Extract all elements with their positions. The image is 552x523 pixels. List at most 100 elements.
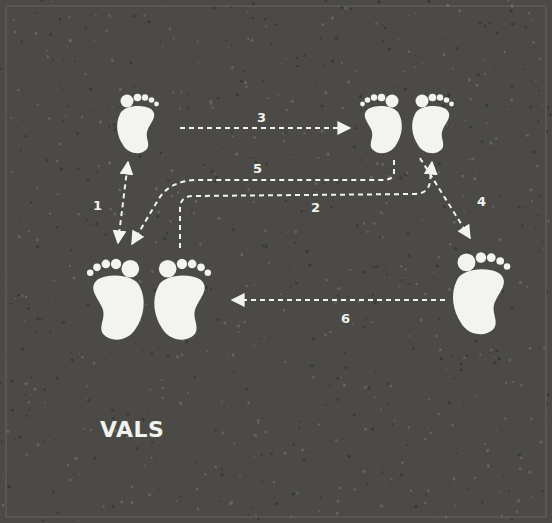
- speckle: [99, 120, 102, 123]
- speckle: [69, 265, 71, 267]
- speckle: [56, 194, 58, 196]
- speckle: [243, 321, 246, 324]
- speckle: [280, 231, 282, 233]
- speckle: [473, 177, 476, 180]
- speckle: [530, 418, 533, 421]
- speckle: [62, 89, 64, 91]
- speckle: [232, 353, 235, 356]
- speckle: [114, 195, 115, 196]
- speckle: [41, 0, 43, 2]
- speckle: [81, 116, 84, 119]
- speckle: [399, 285, 401, 287]
- speckle: [261, 454, 263, 456]
- speckle: [336, 500, 339, 503]
- speckle: [512, 23, 515, 26]
- speckle: [359, 95, 362, 98]
- speckle: [378, 1, 381, 4]
- speckle: [282, 133, 284, 135]
- speckle: [381, 163, 384, 166]
- speckle: [86, 386, 88, 388]
- speckle: [519, 467, 522, 470]
- speckle: [469, 159, 471, 161]
- speckle: [130, 501, 133, 504]
- speckle: [245, 86, 248, 89]
- speckle: [406, 172, 409, 175]
- speckle: [230, 6, 232, 8]
- speckle: [218, 217, 221, 220]
- speckle: [221, 401, 223, 403]
- speckle: [372, 294, 374, 296]
- speckle: [15, 439, 16, 440]
- speckle: [257, 421, 260, 424]
- speckle: [111, 352, 113, 354]
- speckle: [547, 220, 550, 223]
- speckle: [511, 85, 514, 88]
- speckle: [368, 387, 371, 390]
- speckle: [250, 508, 252, 510]
- speckle: [379, 236, 381, 238]
- speckle: [451, 355, 453, 357]
- speckle: [326, 354, 327, 355]
- speckle: [50, 80, 51, 81]
- speckle: [30, 205, 31, 206]
- speckle: [496, 32, 499, 35]
- speckle: [84, 222, 85, 223]
- speckle: [386, 274, 388, 276]
- speckle: [93, 362, 96, 365]
- speckle: [50, 331, 52, 333]
- speckle: [398, 38, 400, 40]
- speckle: [292, 492, 295, 495]
- speckle: [240, 321, 241, 322]
- speckle: [274, 223, 275, 224]
- speckle: [162, 154, 164, 156]
- speckle: [495, 349, 498, 352]
- speckle: [450, 233, 451, 234]
- speckle: [150, 457, 152, 459]
- speckle: [438, 318, 440, 320]
- speckle: [192, 165, 193, 166]
- speckle: [228, 407, 229, 408]
- speckle: [305, 250, 308, 253]
- speckle: [481, 501, 483, 503]
- speckle: [540, 441, 543, 444]
- speckle: [437, 512, 438, 513]
- speckle: [307, 310, 308, 311]
- speckle: [375, 23, 378, 26]
- speckle: [85, 73, 87, 75]
- speckle: [414, 13, 416, 15]
- speckle: [370, 176, 373, 179]
- speckle: [108, 15, 110, 17]
- speckle: [2, 504, 5, 507]
- speckle: [387, 403, 389, 405]
- speckle: [79, 353, 81, 355]
- speckle: [458, 9, 461, 12]
- speckle: [520, 457, 523, 460]
- speckle: [30, 394, 32, 396]
- speckle: [503, 51, 506, 54]
- speckle: [274, 24, 276, 26]
- speckle: [111, 409, 114, 412]
- speckle: [108, 161, 111, 164]
- speckle: [442, 104, 445, 107]
- speckle: [516, 511, 519, 514]
- speckle: [438, 162, 441, 165]
- speckle: [93, 104, 95, 106]
- speckle: [407, 444, 409, 446]
- footprint: [412, 94, 454, 154]
- speckle: [301, 260, 302, 261]
- speckle: [430, 432, 432, 434]
- speckle: [227, 356, 229, 358]
- speckle: [404, 174, 407, 177]
- speckle: [245, 285, 247, 287]
- speckle: [440, 357, 443, 360]
- speckle: [58, 142, 61, 145]
- speckle: [542, 249, 544, 251]
- speckle: [46, 159, 48, 161]
- speckle: [364, 53, 365, 54]
- speckle: [24, 320, 26, 322]
- speckle: [11, 379, 14, 382]
- speckle: [390, 482, 392, 484]
- speckle: [251, 39, 254, 42]
- speckle: [150, 389, 152, 391]
